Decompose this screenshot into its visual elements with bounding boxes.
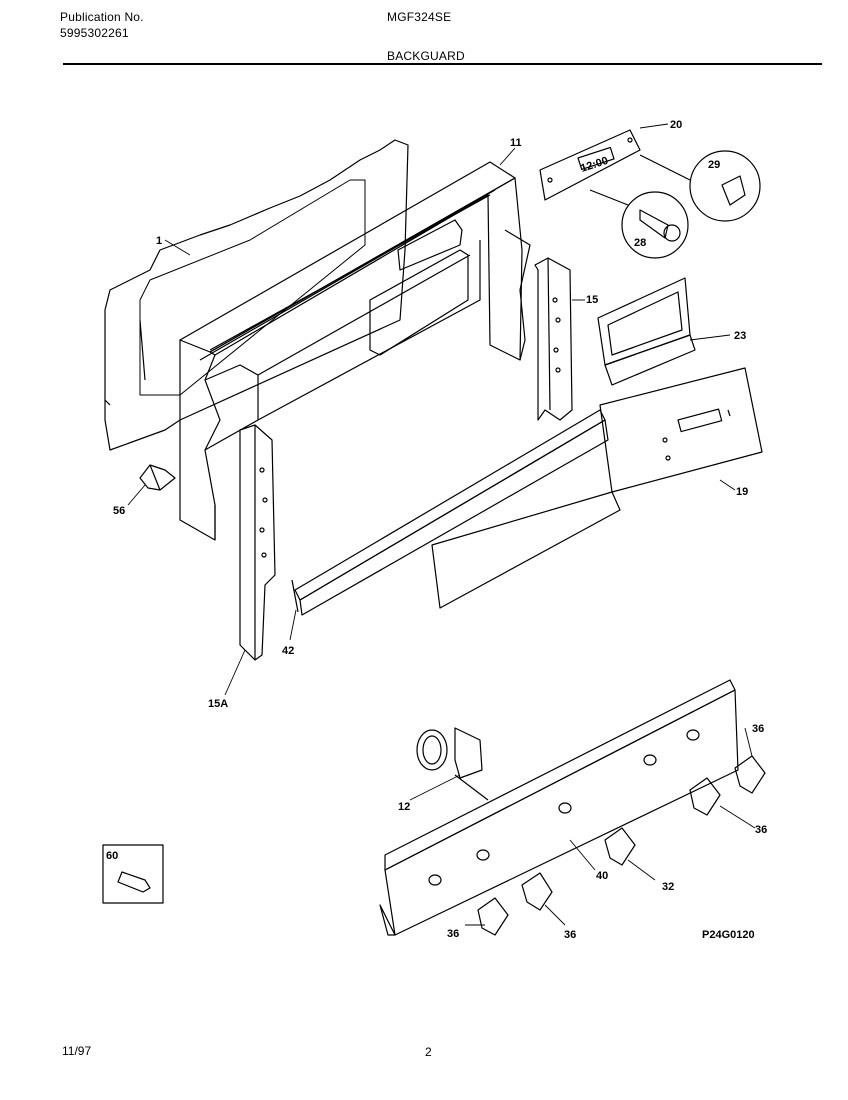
- knob-36-upper-right: [734, 755, 766, 794]
- callout-15: 15: [586, 294, 598, 306]
- callout-1: 1: [156, 235, 162, 247]
- callout-60: 60: [106, 850, 118, 862]
- part-42-channel-strip: [291, 409, 609, 616]
- callout-36-right: 36: [755, 824, 767, 836]
- part-60-screw-box: [102, 844, 164, 904]
- leader-lines: [127, 123, 756, 926]
- callout-23: 23: [734, 330, 746, 342]
- part-56-bracket: [139, 464, 176, 491]
- model-number: MGF324SE: [387, 10, 452, 24]
- part-11-backguard-shell: [179, 161, 531, 541]
- callout-40: 40: [596, 870, 608, 882]
- callout-56: 56: [113, 505, 125, 517]
- page-number: 2: [425, 1045, 432, 1059]
- part-12-thermostat: [416, 727, 489, 801]
- part-40-control-rail: [379, 679, 739, 936]
- diagram-code: P24G0120: [702, 929, 755, 941]
- callout-15a: 15A: [208, 698, 228, 710]
- part-28-clock-knob: [589, 189, 689, 259]
- part-1-rear-panel: [104, 139, 409, 451]
- callout-36-lower-left: 36: [447, 928, 459, 940]
- callout-28: 28: [634, 237, 646, 249]
- publication-label: Publication No.: [60, 10, 144, 24]
- knob-32-middle: [604, 827, 636, 866]
- part-19-control-panel: [431, 367, 763, 609]
- part-20-clock-module: [539, 129, 641, 201]
- callout-11: 11: [510, 137, 522, 149]
- callout-20: 20: [670, 119, 682, 131]
- knob-36-upper-mid: [689, 777, 721, 816]
- callout-36-lower-mid: 36: [564, 929, 576, 941]
- part-23-display-frame: [597, 277, 696, 386]
- part-15-right-bracket: [534, 257, 573, 421]
- part-29-clock-knob: [639, 150, 761, 222]
- callout-29: 29: [708, 159, 720, 171]
- callout-32: 32: [662, 881, 674, 893]
- callout-12: 12: [398, 801, 410, 813]
- callout-36-upper-right: 36: [752, 723, 764, 735]
- header-rule: [63, 63, 822, 65]
- callout-19: 19: [736, 486, 748, 498]
- section-title: BACKGUARD: [387, 49, 465, 63]
- footer-date: 11/97: [62, 1044, 92, 1058]
- part-15a-left-bracket: [239, 424, 276, 661]
- clock-display-readout: 12:00: [579, 155, 609, 175]
- publication-number: 5995302261: [60, 26, 129, 40]
- callout-42: 42: [282, 645, 294, 657]
- knob-36-lower-mid: [521, 872, 553, 911]
- knob-36-lower-left: [477, 897, 509, 936]
